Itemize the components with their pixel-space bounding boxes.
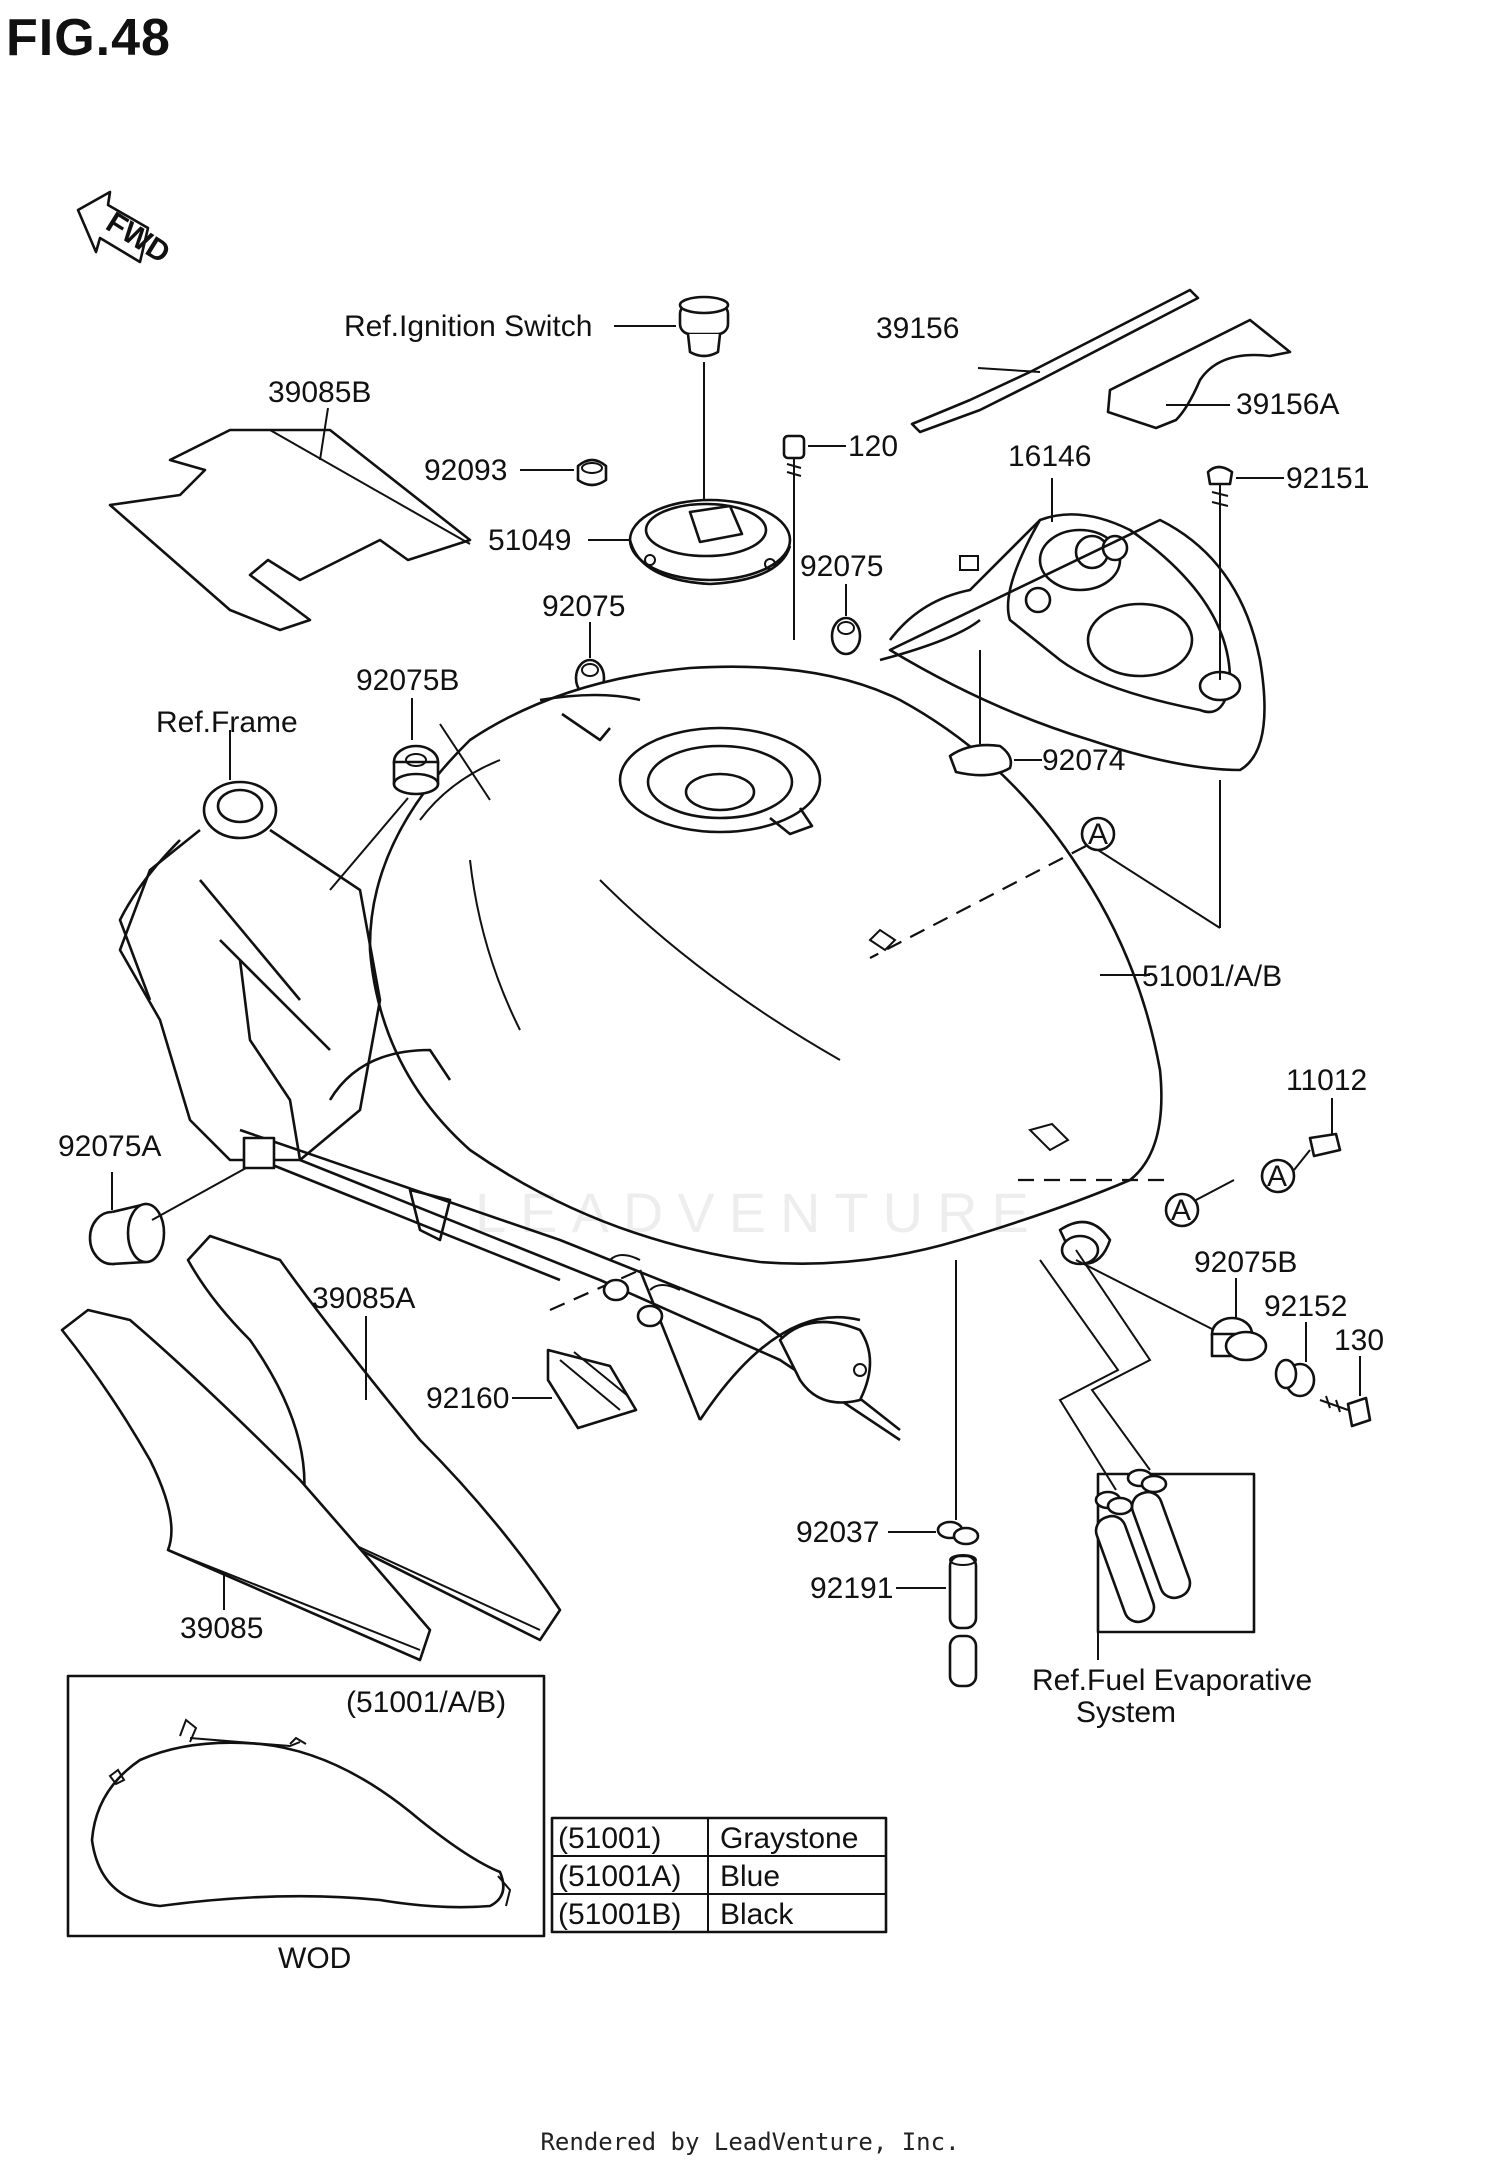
callout-ref-frame: Ref.Frame xyxy=(156,706,298,739)
callout-92151: 92151 xyxy=(1286,462,1369,495)
part-92093-nut xyxy=(576,458,608,487)
inset-caption: WOD xyxy=(278,1942,351,1975)
part-92074-cap xyxy=(948,743,1013,777)
footer-credit: Rendered by LeadVenture, Inc. xyxy=(540,2128,960,2156)
table-row-1-color: Graystone xyxy=(720,1822,858,1855)
inset-label: (51001/A/B) xyxy=(346,1686,506,1719)
table-row-1-code: (51001) xyxy=(558,1822,661,1855)
callout-39156: 39156 xyxy=(876,312,959,345)
marker-a-top: A xyxy=(1088,818,1108,851)
part-92152-collar xyxy=(1274,1358,1316,1398)
callout-92093: 92093 xyxy=(424,454,507,487)
callout-120: 120 xyxy=(848,430,898,463)
callout-92152: 92152 xyxy=(1264,1290,1347,1323)
part-39085a-panel xyxy=(186,1234,562,1642)
inset-wod-frame xyxy=(66,1674,546,1938)
part-92075b-cushion-top xyxy=(392,744,440,796)
part-92191-hose xyxy=(948,1554,978,1688)
part-11012 xyxy=(1308,1132,1342,1158)
inset-wod-tank xyxy=(90,1718,512,1909)
fuel-evaporative-system-reference xyxy=(1094,1468,1256,1634)
callout-92037: 92037 xyxy=(796,1516,879,1549)
callout-16146: 16146 xyxy=(1008,440,1091,473)
figure-title: FIG.48 xyxy=(6,9,171,67)
table-row-2-code: (51001A) xyxy=(558,1860,681,1893)
callout-92074: 92074 xyxy=(1042,744,1125,777)
watermark: LEADVENTURE xyxy=(475,1181,1043,1244)
fwd-arrow-icon: FWD xyxy=(76,190,176,270)
ignition-switch-plug xyxy=(678,295,730,358)
callout-51001: 51001/A/B xyxy=(1142,960,1282,993)
frame-reference xyxy=(118,780,901,1442)
callout-130: 130 xyxy=(1334,1324,1384,1357)
part-120-bolt xyxy=(782,434,806,482)
callout-92191: 92191 xyxy=(810,1572,893,1605)
callout-39156a: 39156A xyxy=(1236,388,1339,421)
callout-39085b: 39085B xyxy=(268,376,371,409)
callout-92075b-top: 92075B xyxy=(356,664,459,697)
part-92037-clip xyxy=(936,1520,980,1546)
part-92160-clamp xyxy=(546,1348,638,1430)
callout-92075-top: 92075 xyxy=(800,550,883,583)
part-39085b-pad xyxy=(108,428,472,632)
part-16146-meter-panel xyxy=(1006,513,1242,714)
part-92151-screw xyxy=(1206,465,1234,520)
callout-ref-fuel-system: System xyxy=(1076,1696,1176,1729)
table-row-3-code: (51001B) xyxy=(558,1898,681,1931)
callout-51049: 51049 xyxy=(488,524,571,557)
table-row-2-color: Blue xyxy=(720,1860,780,1893)
callout-39085: 39085 xyxy=(180,1612,263,1645)
part-39156-strip xyxy=(910,288,1200,434)
callout-ref-ignition-switch: Ref.Ignition Switch xyxy=(344,310,592,343)
color-table xyxy=(550,1816,888,1934)
callout-ref-fuel-evaporative: Ref.Fuel Evaporative xyxy=(1032,1664,1312,1697)
part-39085-panel xyxy=(60,1308,432,1662)
callout-92160: 92160 xyxy=(426,1382,509,1415)
part-51001-fuel-tank xyxy=(368,665,1163,1266)
part-51049-cap-base xyxy=(628,498,792,586)
part-39156a-plate xyxy=(1106,318,1292,430)
table-row-3-color: Black xyxy=(720,1898,794,1931)
callout-92075-left: 92075 xyxy=(542,590,625,623)
callout-92075b-right: 92075B xyxy=(1194,1246,1297,1279)
marker-a-lower: A xyxy=(1171,1194,1191,1227)
callout-11012: 11012 xyxy=(1286,1064,1367,1097)
part-92075b-cushion-right xyxy=(1210,1316,1268,1362)
part-92075a-cushion xyxy=(88,1202,166,1266)
callout-39085a: 39085A xyxy=(312,1282,415,1315)
callout-92075a: 92075A xyxy=(58,1130,161,1163)
marker-a-right: A xyxy=(1267,1160,1287,1193)
part-92075-grommet-top xyxy=(830,616,862,656)
part-130-bolt xyxy=(1319,1395,1372,1428)
